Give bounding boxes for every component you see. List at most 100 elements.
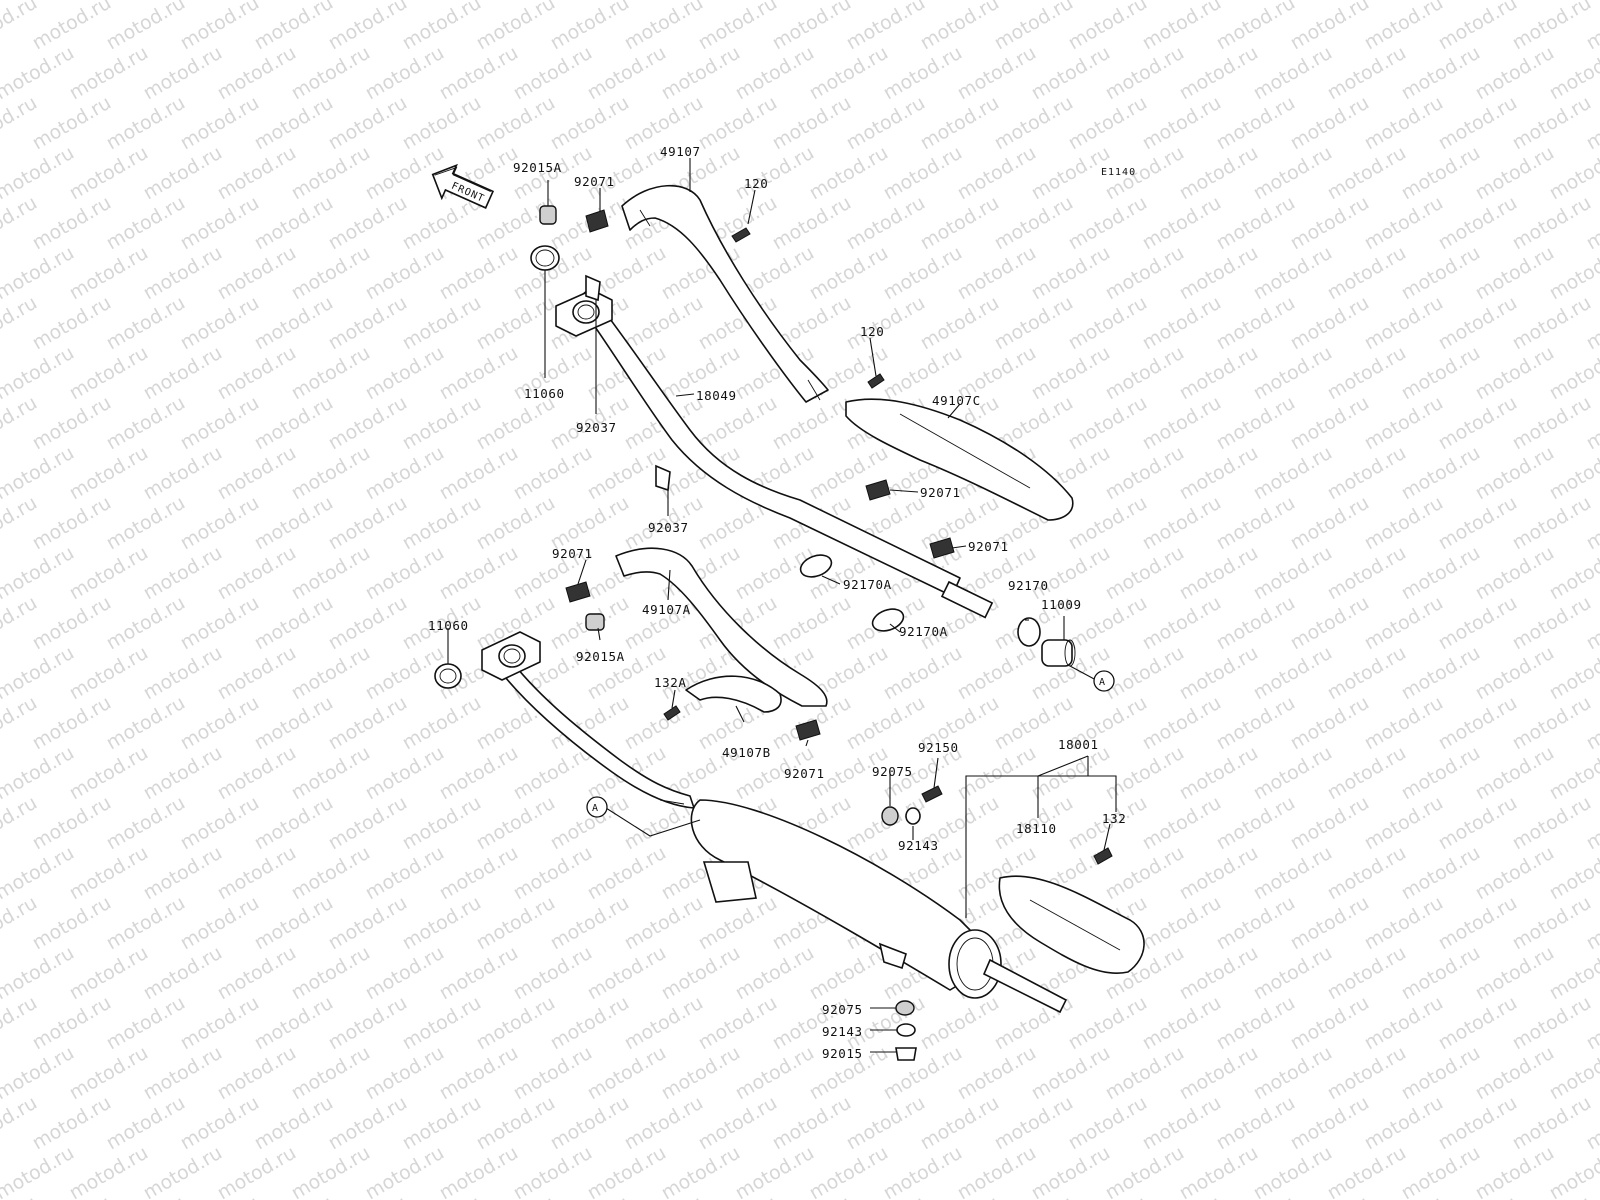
watermark-text: motod.ru bbox=[1435, 1092, 1521, 1155]
watermark-text: motod.ru bbox=[177, 292, 263, 355]
watermark-text: motod.ru bbox=[1102, 42, 1188, 105]
watermark-text: motod.ru bbox=[1102, 842, 1188, 905]
watermark-text: motod.ru bbox=[29, 592, 115, 655]
watermark-text: motod.ru bbox=[954, 142, 1040, 205]
watermark-text: motod.ru bbox=[1139, 0, 1225, 54]
watermark-text: motod.ru bbox=[621, 1092, 707, 1155]
watermark-text: motod.ru bbox=[732, 1042, 818, 1105]
damper-92071-c1 bbox=[865, 479, 891, 501]
watermark-text: motod.ru bbox=[1102, 242, 1188, 305]
label-92143-lower: 92143 bbox=[822, 1024, 863, 1039]
watermark-text: motod.ru bbox=[66, 142, 152, 205]
watermark-text: motod.ru bbox=[1065, 1092, 1151, 1155]
label-92150: 92150 bbox=[918, 740, 959, 755]
watermark-text: motod.ru bbox=[547, 492, 633, 555]
watermark-text: motod.ru bbox=[1472, 1042, 1558, 1105]
watermark-text: motod.ru bbox=[362, 1142, 448, 1200]
watermark-text: motod.ru bbox=[140, 842, 226, 905]
watermark-text: motod.ru bbox=[1361, 592, 1447, 655]
watermark-text: motod.ru bbox=[880, 1042, 966, 1105]
watermark-text: motod.ru bbox=[584, 42, 670, 105]
heat-shield-49107 bbox=[621, 184, 829, 403]
watermark-text: motod.ru bbox=[843, 192, 929, 255]
watermark-text: motod.ru bbox=[991, 0, 1077, 54]
collar-92015A-lower bbox=[585, 613, 605, 631]
leader-lines bbox=[447, 158, 1117, 1053]
watermark-text: motod.ru bbox=[1176, 842, 1262, 905]
watermark-text: motod.ru bbox=[251, 592, 337, 655]
watermark-text: motod.ru bbox=[1472, 542, 1558, 605]
watermark-text: motod.ru bbox=[177, 692, 263, 755]
label-92170A-1: 92170A bbox=[843, 577, 892, 592]
watermark-text: motod.ru bbox=[1435, 992, 1521, 1055]
watermark-text: motod.ru bbox=[1213, 1092, 1299, 1155]
watermark-text: motod.ru bbox=[325, 392, 411, 455]
watermark-text: motod.ru bbox=[769, 1092, 855, 1155]
watermark-text: motod.ru bbox=[658, 42, 744, 105]
watermark-text: motod.ru bbox=[547, 992, 633, 1055]
damper-92071-b bbox=[795, 719, 821, 741]
watermark-text: motod.ru bbox=[1472, 742, 1558, 805]
watermark-text: motod.ru bbox=[806, 42, 892, 105]
watermark-text: motod.ru bbox=[1028, 42, 1114, 105]
watermark-text: motod.ru bbox=[880, 142, 966, 205]
watermark-text: motod.ru bbox=[1472, 1142, 1558, 1200]
watermark-text: motod.ru bbox=[288, 142, 374, 205]
watermark-text: motod.ru bbox=[436, 942, 522, 1005]
watermark-text: motod.ru bbox=[362, 42, 448, 105]
watermark-text: motod.ru bbox=[1361, 0, 1447, 54]
damper-92071-upper bbox=[585, 209, 609, 233]
watermark-text: motod.ru bbox=[510, 942, 596, 1005]
callout-a-left: A bbox=[586, 796, 608, 818]
watermark-text: motod.ru bbox=[1509, 792, 1595, 855]
watermark-text: motod.ru bbox=[362, 542, 448, 605]
watermark-text: motod.ru bbox=[621, 0, 707, 54]
connector-11009 bbox=[1041, 639, 1076, 667]
watermark-text: motod.ru bbox=[1065, 92, 1151, 155]
watermark-text: motod.ru bbox=[1250, 542, 1336, 605]
label-92075-upper: 92075 bbox=[872, 764, 913, 779]
watermark-text: motod.ru bbox=[1102, 642, 1188, 705]
watermark-text: motod.ru bbox=[1435, 492, 1521, 555]
watermark-text: motod.ru bbox=[1065, 292, 1151, 355]
watermark-text: motod.ru bbox=[1324, 642, 1410, 705]
watermark-text: motod.ru bbox=[103, 492, 189, 555]
watermark-text: motod.ru bbox=[1472, 442, 1558, 505]
watermark-text: motod.ru bbox=[584, 1042, 670, 1105]
watermark-text: motod.ru bbox=[325, 592, 411, 655]
watermark-text: motod.ru bbox=[806, 242, 892, 305]
watermark-text: motod.ru bbox=[1472, 642, 1558, 705]
watermark-text: motod.ru bbox=[66, 542, 152, 605]
watermark-text: motod.ru bbox=[880, 242, 966, 305]
watermark-text: motod.ru bbox=[325, 92, 411, 155]
watermark-text: motod.ru bbox=[436, 542, 522, 605]
watermark-text: motod.ru bbox=[288, 642, 374, 705]
watermark-text: motod.ru bbox=[1102, 742, 1188, 805]
watermark-text: motod.ru bbox=[140, 442, 226, 505]
watermark-text: motod.ru bbox=[1324, 742, 1410, 805]
watermark-text: motod.ru bbox=[140, 542, 226, 605]
watermark-text: motod.ru bbox=[214, 542, 300, 605]
watermark-text: motod.ru bbox=[1324, 842, 1410, 905]
watermark-text: motod.ru bbox=[1361, 1092, 1447, 1155]
watermark-text: motod.ru bbox=[621, 692, 707, 755]
watermark-text: motod.ru bbox=[1472, 42, 1558, 105]
watermark-text: motod.ru bbox=[658, 1142, 744, 1200]
watermark-text: motod.ru bbox=[1361, 292, 1447, 355]
watermark-text: motod.ru bbox=[399, 692, 485, 755]
watermark-text: motod.ru bbox=[880, 1142, 966, 1200]
bolt-132A bbox=[663, 705, 681, 721]
watermark-text: motod.ru bbox=[325, 1092, 411, 1155]
watermark-text: motod.ru bbox=[732, 1142, 818, 1200]
watermark-text: motod.ru bbox=[769, 92, 855, 155]
watermark-text: motod.ru bbox=[1176, 342, 1262, 405]
watermark-text: motod.ru bbox=[1176, 642, 1262, 705]
watermark-text: motod.ru bbox=[362, 842, 448, 905]
watermark-text: motod.ru bbox=[1509, 492, 1595, 555]
watermark-text: motod.ru bbox=[214, 342, 300, 405]
watermark-text: motod.ru bbox=[214, 742, 300, 805]
watermark-text: motod.ru bbox=[288, 342, 374, 405]
watermark-text: motod.ru bbox=[1250, 842, 1336, 905]
